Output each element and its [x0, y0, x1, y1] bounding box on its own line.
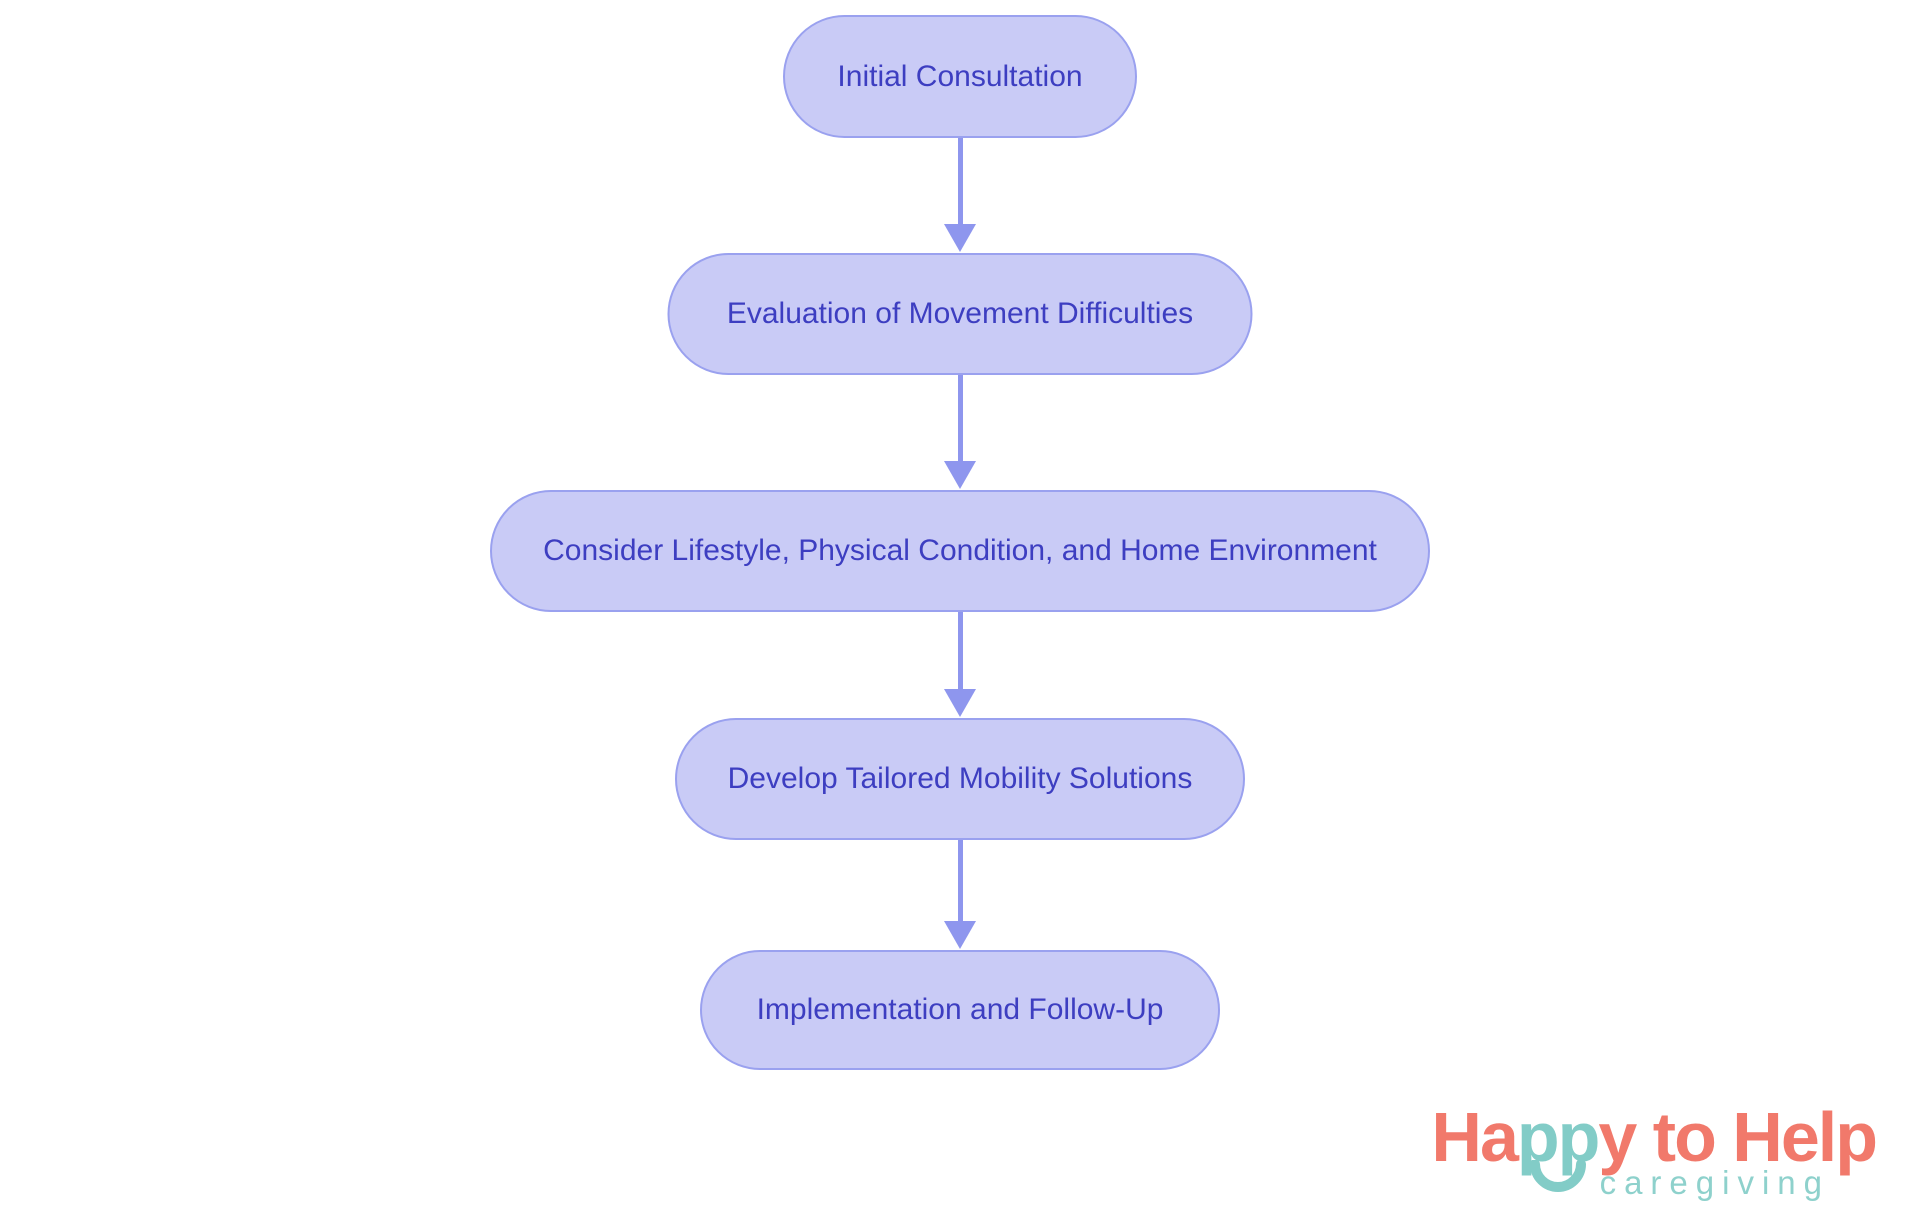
- flow-node-label: Consider Lifestyle, Physical Condition, …: [543, 534, 1377, 567]
- arrow-shaft: [957, 840, 963, 921]
- arrow-head-icon: [944, 224, 976, 252]
- flow-node-consider-lifestyle: Consider Lifestyle, Physical Condition, …: [490, 490, 1430, 612]
- logo-wordmark: Happ y to Help: [1431, 1102, 1878, 1192]
- arrow-shaft: [957, 612, 963, 689]
- arrow-shaft: [957, 375, 963, 461]
- flow-node-initial-consultation: Initial Consultation: [783, 15, 1137, 138]
- logo-tagline: caregiving: [1599, 1164, 1830, 1201]
- arrow-shaft: [957, 138, 963, 224]
- flow-node-label: Initial Consultation: [837, 59, 1083, 93]
- arrow-head-icon: [944, 461, 976, 489]
- smile-icon: [1529, 1160, 1586, 1192]
- arrow-head-icon: [944, 921, 976, 949]
- flow-arrow-3: [944, 612, 976, 717]
- flow-arrow-4: [944, 840, 976, 949]
- logo-word-part1: Ha: [1431, 1098, 1518, 1176]
- arrow-head-icon: [944, 689, 976, 717]
- flow-node-label: Evaluation of Movement Difficulties: [726, 297, 1194, 330]
- flow-node-label: Develop Tailored Mobility Solutions: [727, 762, 1193, 795]
- logo-word-part3: y to Help: [1598, 1098, 1878, 1176]
- happy-to-help-logo: Happ y to Help caregiving: [1431, 1102, 1878, 1202]
- flow-arrow-1: [944, 138, 976, 252]
- flow-node-label: Implementation and Follow-Up: [756, 993, 1164, 1026]
- logo-word-part2: pp: [1517, 1102, 1600, 1192]
- flow-node-develop-solutions: Develop Tailored Mobility Solutions: [675, 718, 1245, 840]
- flow-arrow-2: [944, 375, 976, 489]
- flow-node-implementation: Implementation and Follow-Up: [700, 950, 1220, 1070]
- flow-node-evaluation: Evaluation of Movement Difficulties: [667, 253, 1253, 375]
